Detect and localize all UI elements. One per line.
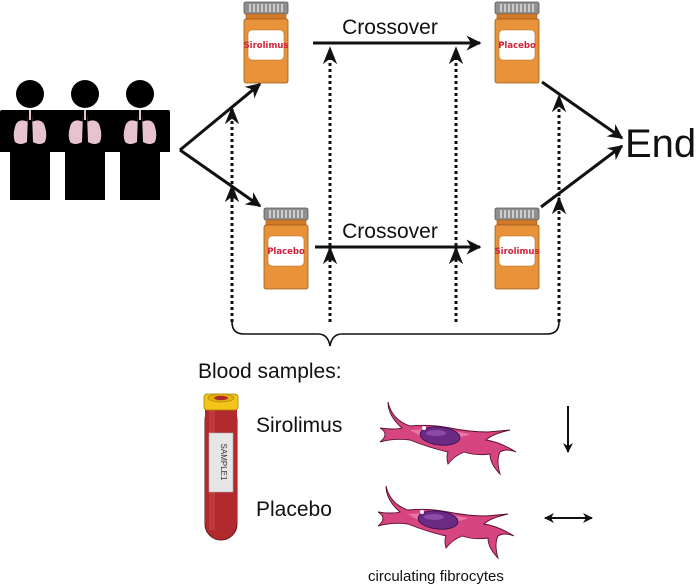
curly-brace <box>231 321 560 347</box>
bottle-label: Placebo <box>498 41 536 51</box>
sampling-lines <box>224 46 567 322</box>
result-condition-label: Sirolimus <box>256 414 342 437</box>
arm2-period2-bottle: Sirolimus <box>494 207 540 290</box>
person-with-lungs-icon <box>55 80 115 200</box>
randomization-arrows <box>179 82 262 208</box>
blood-tube-icon: SAMPLE1 <box>203 393 239 541</box>
arm2-period1-bottle: Placebo <box>263 207 309 290</box>
bottle-label: Placebo <box>267 247 305 257</box>
arrow-to-arm1 <box>179 82 262 152</box>
result-condition-label: Placebo <box>256 498 332 521</box>
fibrocyte-cell-icon <box>377 485 515 559</box>
person-with-lungs-icon <box>110 80 170 200</box>
arrow-arm2-to-end <box>540 144 624 209</box>
arm1-period2-bottle: Placebo <box>494 1 540 84</box>
crossover-label: Crossover <box>342 16 438 39</box>
end-arrows <box>540 80 624 209</box>
tube-label: SAMPLE1 <box>219 444 228 481</box>
bottle-label: Sirolimus <box>244 41 289 51</box>
participants-group <box>0 80 170 200</box>
arrow-arm1-to-end <box>541 80 624 140</box>
arm1-period1-bottle: Sirolimus <box>243 1 289 84</box>
cells-caption: circulating fibrocytes <box>368 568 504 585</box>
blood-samples-label: Blood samples: <box>198 360 342 383</box>
crossover-label: Crossover <box>342 220 438 243</box>
bottle-label: Sirolimus <box>495 247 540 257</box>
arrow-to-arm2 <box>179 148 262 208</box>
end-label: End <box>625 122 696 166</box>
person-with-lungs-icon <box>0 80 60 200</box>
fibrocyte-cell-icon <box>379 401 517 475</box>
